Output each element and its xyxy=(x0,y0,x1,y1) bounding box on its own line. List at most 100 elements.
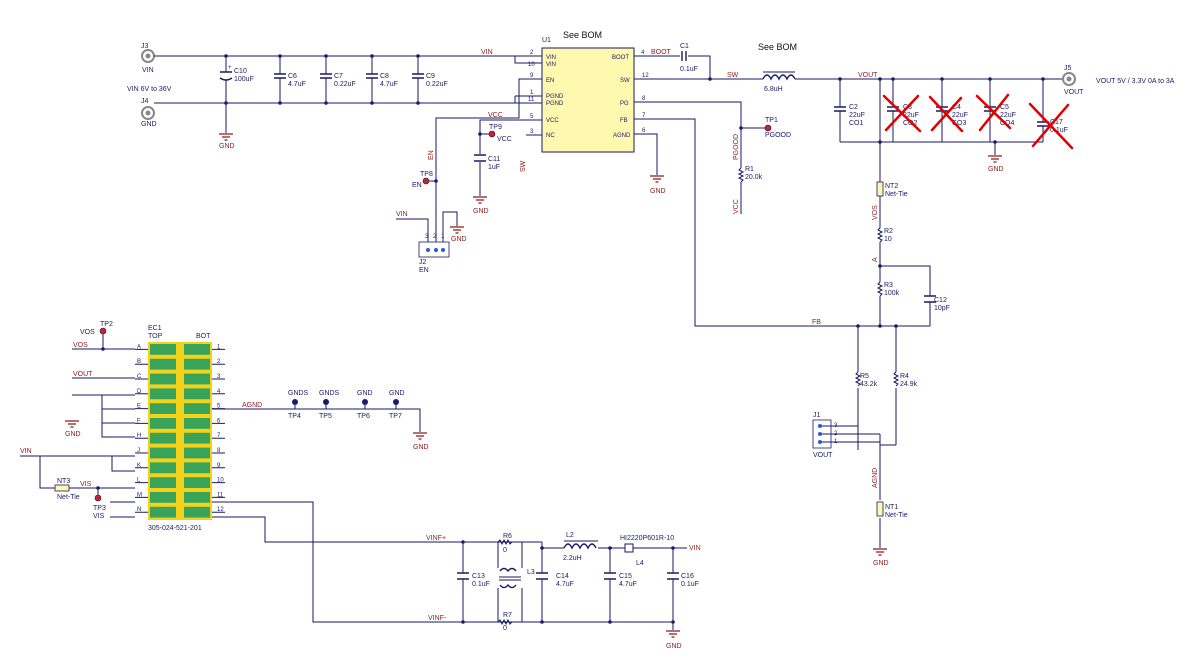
ec1-right-pin-label: 4 xyxy=(217,389,221,395)
svg-text:100uF: 100uF xyxy=(234,76,254,83)
ec1-top-pad xyxy=(150,432,176,444)
svg-text:TP5: TP5 xyxy=(319,413,332,420)
svg-text:NC: NC xyxy=(546,133,555,139)
ec1-left-pin-label: J xyxy=(137,448,140,454)
nt1-gnd-label: GND xyxy=(873,560,889,567)
ec1-top-pad xyxy=(150,344,176,355)
svg-text:12: 12 xyxy=(642,73,649,79)
edge-connector-ec1: EC1 TOP BOT 305-024-521-201 xyxy=(148,325,212,532)
svg-text:L4: L4 xyxy=(636,560,644,567)
svg-text:PG: PG xyxy=(620,101,629,107)
svg-text:0.1uF: 0.1uF xyxy=(472,581,490,588)
svg-text:TP6: TP6 xyxy=(357,413,370,420)
svg-text:GND: GND xyxy=(389,390,405,397)
testpoint-tp3: TP3 VIS xyxy=(93,494,106,520)
svg-text:0: 0 xyxy=(503,625,507,632)
testpoint-tp8: TP8 EN xyxy=(412,171,433,189)
vout-net-label: VOUT xyxy=(858,72,878,79)
nt1-ground-symbol xyxy=(873,548,887,556)
fb-net-label: FB xyxy=(812,319,821,326)
svg-text:Net-Tie: Net-Tie xyxy=(885,191,908,198)
svg-text:GNDS: GNDS xyxy=(288,390,309,397)
cap-c10: + C10 100uF xyxy=(219,56,254,103)
ec1-top-pad xyxy=(150,506,176,518)
svg-text:VOUT: VOUT xyxy=(1064,89,1084,96)
cap-c9: C9 0.22uF xyxy=(412,56,448,103)
svg-text:C8: C8 xyxy=(380,73,389,80)
en-wire xyxy=(435,78,530,248)
ec1-left-pin-label: C xyxy=(137,374,142,380)
svg-text:6: 6 xyxy=(642,128,646,134)
ground-symbol xyxy=(219,133,233,141)
boot-net-label: BOOT xyxy=(651,49,672,56)
ec1-left-pin-label: H xyxy=(137,433,141,439)
svg-text:VIS: VIS xyxy=(93,513,105,520)
svg-text:NT1: NT1 xyxy=(885,504,898,511)
testpoint-tp1: TP1 PGOOD xyxy=(764,117,791,139)
output-gnd-label: GND xyxy=(988,166,1004,173)
svg-text:0.22uF: 0.22uF xyxy=(334,81,356,88)
agnd-ground-symbol xyxy=(650,175,664,183)
cap-c8: C8 4.7uF xyxy=(366,56,398,103)
ec1-top-pad xyxy=(150,418,176,429)
svg-text:0.1uF: 0.1uF xyxy=(680,66,698,73)
ec1-right-pin-label: 1 xyxy=(217,344,221,350)
svg-text:10pF: 10pF xyxy=(934,305,950,312)
svg-text:C2: C2 xyxy=(849,104,858,111)
c11-ground-symbol xyxy=(473,196,487,204)
svg-text:2: 2 xyxy=(530,50,534,56)
vin-rail-wire xyxy=(154,55,530,64)
ec1-bottom-pad xyxy=(184,506,210,518)
svg-text:9: 9 xyxy=(530,73,534,79)
svg-text:TP9: TP9 xyxy=(489,124,502,131)
svg-text:C15: C15 xyxy=(619,573,632,580)
j2-gnd-label: GND xyxy=(451,236,467,243)
ec1-left-pin-label: A xyxy=(137,344,141,350)
svg-text:C4: C4 xyxy=(952,104,961,111)
svg-text:8: 8 xyxy=(642,96,646,102)
svg-text:L2: L2 xyxy=(566,532,574,539)
ec1-vin-label: VIN xyxy=(20,448,32,455)
svg-text:CO4: CO4 xyxy=(1000,120,1015,127)
gnd-label: GND xyxy=(219,143,235,150)
ec1-left-pin-label: B xyxy=(137,359,141,365)
u1-bom: See BOM xyxy=(563,30,602,40)
u1-ref: U1 xyxy=(542,37,551,44)
ec1-agnd-label: AGND xyxy=(242,402,262,409)
svg-text:VOUT: VOUT xyxy=(813,452,833,459)
svg-text:EC1: EC1 xyxy=(148,325,162,332)
svg-text:24.9k: 24.9k xyxy=(900,381,918,388)
svg-text:J5: J5 xyxy=(1064,65,1072,72)
svg-text:PGND: PGND xyxy=(546,94,564,100)
j4-ref: J4 xyxy=(141,98,149,105)
ec1-top-pad xyxy=(150,447,176,459)
ec1-top-pad xyxy=(150,477,176,488)
svg-text:R7: R7 xyxy=(503,612,512,619)
svg-text:43.2k: 43.2k xyxy=(860,381,878,388)
ferrite-l4: HI2220P601R-10 L4 xyxy=(620,535,674,567)
ec1-right-pin-label: 12 xyxy=(217,507,224,513)
inductor-main: See BOM 6.8uH xyxy=(758,42,797,93)
svg-text:CO3: CO3 xyxy=(952,120,967,127)
connector-j5: J5 VOUT xyxy=(1062,65,1084,96)
testpoint-tp6: GND TP6 xyxy=(357,390,373,420)
svg-text:C7: C7 xyxy=(334,73,343,80)
connector-j1: J1 VOUT 3 2 1 xyxy=(812,412,838,459)
dnp-cross-marks xyxy=(882,93,1074,150)
ec1-top-pad xyxy=(150,373,176,385)
resistor-r6: R60 xyxy=(497,533,513,554)
svg-text:C10: C10 xyxy=(234,68,247,75)
svg-text:BOOT: BOOT xyxy=(612,55,629,61)
svg-text:FB: FB xyxy=(620,118,628,124)
svg-text:20.0k: 20.0k xyxy=(745,174,763,181)
cap-c1: C1 0.1uF xyxy=(680,43,698,73)
